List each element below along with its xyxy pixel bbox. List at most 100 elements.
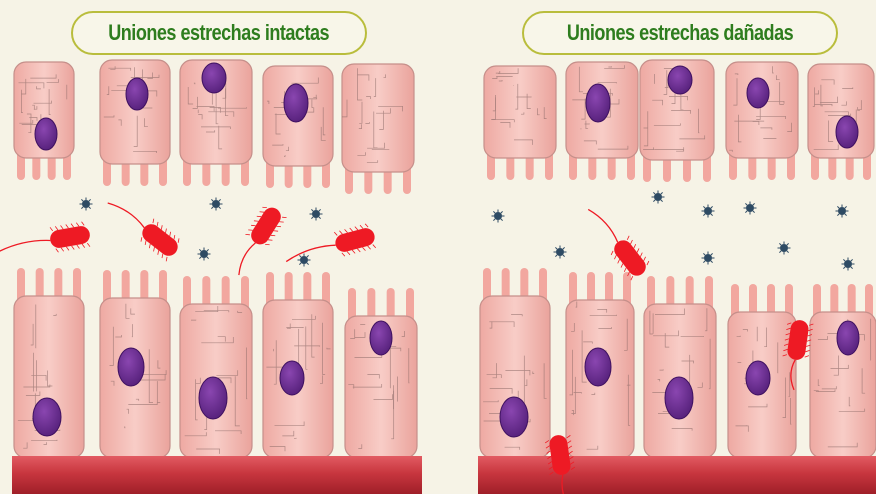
particle-icon (554, 246, 567, 259)
bacterium-body (333, 226, 376, 254)
particle-icon (842, 258, 855, 271)
bacterium-body (248, 204, 284, 247)
nucleus-icon (665, 377, 693, 419)
bacterium-pilus (76, 222, 79, 226)
epithelial-cell (644, 304, 716, 458)
particle-core (556, 248, 564, 256)
particle-spike (661, 192, 663, 194)
title-intact-label: Uniones estrechas intactas (109, 20, 330, 46)
bacterium-pilus (151, 219, 155, 223)
bacterium-pilus (262, 206, 266, 210)
bacterium-pilus (66, 224, 69, 228)
particle-spike (501, 219, 503, 221)
epithelial-cell (640, 60, 714, 160)
bacterium-pilus (66, 246, 69, 250)
cell-body (484, 66, 556, 158)
particle-spike (843, 267, 845, 269)
bacterium-flagellum (108, 199, 146, 230)
particle-core (654, 193, 662, 201)
particle-spike (493, 211, 495, 213)
bacterium-flagellum (234, 242, 258, 275)
bacterium-pilus (365, 223, 368, 227)
particle-spike (207, 249, 209, 251)
particle-spike (845, 206, 847, 208)
bacterium-pilus (177, 238, 181, 242)
particle-core (494, 212, 502, 220)
particle-icon (492, 210, 505, 223)
bacterium-pilus (165, 257, 169, 261)
particle-spike (319, 217, 321, 219)
basement-membrane-icon (478, 456, 876, 494)
bacterium-pilus (373, 244, 376, 248)
bacterium-pilus (360, 225, 363, 229)
bacterium-flagellum (588, 206, 619, 244)
particle-icon (744, 202, 757, 215)
particle-spike (753, 203, 755, 205)
particle-spike (787, 251, 789, 253)
nucleus-icon (370, 321, 392, 355)
bacterium-pilus (805, 350, 809, 353)
bacterium-pilus (279, 220, 283, 224)
particle-spike (653, 192, 655, 194)
particle-spike (661, 200, 663, 202)
particle-icon (702, 205, 715, 218)
particle-core (312, 210, 320, 218)
epithelial-cell (100, 298, 170, 458)
particle-spike (89, 207, 91, 209)
particle-spike (703, 253, 705, 255)
bacterium-pilus (82, 221, 85, 225)
nucleus-icon (202, 63, 226, 93)
bacterium-pilus (357, 248, 360, 252)
bacterium-pilus (805, 355, 809, 358)
particle-spike (711, 261, 713, 263)
bacterium-pilus (56, 248, 59, 252)
nucleus-icon (586, 84, 610, 122)
particle-spike (787, 243, 789, 245)
bacterium-pilus (139, 237, 143, 241)
particle-spike (843, 259, 845, 261)
bacterium-pilus (610, 251, 614, 255)
particle-spike (851, 259, 853, 261)
epithelial-cell (566, 62, 638, 158)
particle-spike (745, 211, 747, 213)
epithelial-cell (480, 296, 550, 458)
particle-core (300, 256, 308, 264)
nucleus-icon (35, 118, 57, 150)
particle-spike (219, 199, 221, 201)
particle-spike (837, 206, 839, 208)
bacterium-pilus (350, 227, 353, 231)
particle-spike (711, 253, 713, 255)
particle-core (704, 254, 712, 262)
nucleus-icon (585, 348, 611, 386)
particle-spike (703, 214, 705, 216)
particle-spike (779, 243, 781, 245)
particle-core (780, 244, 788, 252)
nucleus-icon (747, 78, 769, 108)
particle-spike (501, 211, 503, 213)
basement-membrane-icon (12, 456, 422, 494)
title-damaged-label: Uniones estrechas dañadas (567, 20, 793, 46)
particle-spike (311, 209, 313, 211)
bacterium-pilus (265, 243, 269, 247)
bacterium-pilus (245, 233, 249, 237)
particle-spike (837, 214, 839, 216)
particle-core (838, 207, 846, 215)
bacterium-icon (0, 221, 92, 263)
epithelial-cell (100, 60, 170, 164)
cell-body (342, 64, 414, 172)
bacterium-icon (580, 200, 652, 282)
epithelial-cell (342, 64, 414, 172)
bacterium-pilus (61, 247, 64, 251)
bacterium-pilus (368, 245, 371, 249)
particle-core (844, 260, 852, 268)
bacterium-pilus (347, 251, 350, 255)
epithelial-cell (263, 66, 333, 166)
bacterium-pilus (71, 223, 74, 227)
particle-spike (81, 199, 83, 201)
nucleus-icon (280, 361, 304, 395)
particle-spike (779, 251, 781, 253)
particle-core (200, 250, 208, 258)
bacterium-pilus (342, 252, 345, 256)
